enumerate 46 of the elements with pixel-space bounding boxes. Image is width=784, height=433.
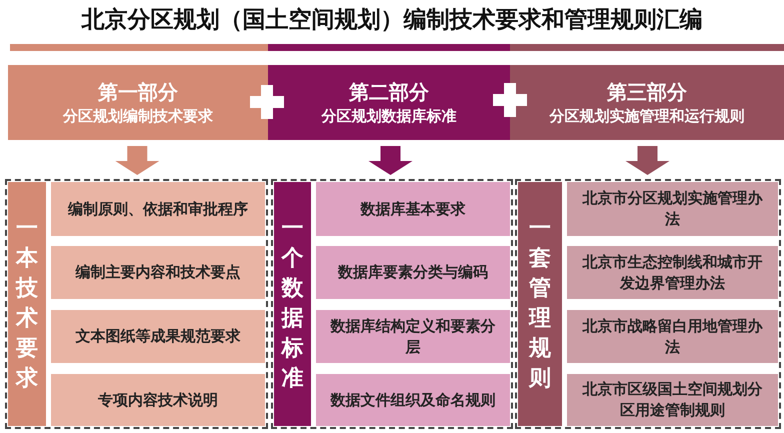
part-header	[268, 65, 510, 140]
band-label: 一本技术要求	[15, 215, 39, 393]
item-text: 数据库要素分类与编码	[338, 262, 488, 283]
item-text: 专项内容技术说明	[98, 390, 218, 410]
part-title: 第二部分	[349, 78, 429, 104]
item-text: 数据文件组织及命名规则	[330, 390, 496, 410]
down-arrow	[115, 146, 160, 175]
item-text: 北京市生态控制线和城市开发边界管理办法	[581, 252, 764, 294]
item-text: 文本图纸等成果规范要求	[76, 326, 240, 347]
item-text: 数据库基本要求	[360, 198, 466, 220]
dashed-frame	[515, 179, 781, 429]
item-box	[51, 374, 265, 426]
dashed-frame	[5, 179, 268, 429]
vertical-band	[518, 182, 562, 426]
item-box	[316, 310, 510, 363]
item-box	[316, 246, 510, 299]
item-text: 北京市分区规划实施管理办法	[581, 188, 764, 230]
down-arrow	[626, 146, 670, 175]
down-arrow	[368, 146, 412, 175]
item-box	[51, 246, 265, 299]
part-header	[8, 65, 268, 140]
part-subtitle: 分区规划数据库标准	[322, 106, 456, 126]
item-box	[567, 182, 778, 236]
dashed-frame	[271, 179, 513, 429]
title: 北京分区规划（国土空间规划）编制技术要求和管理规则汇编	[80, 6, 704, 35]
item-box	[316, 374, 510, 426]
item-box	[567, 246, 778, 299]
item-text: 北京市区级国土空间规划分区用途管制规则	[581, 379, 764, 421]
part-title: 第一部分	[98, 78, 178, 104]
item-text: 数据库结构定义和要素分层	[329, 316, 496, 358]
band-label: 一个数据标准	[280, 215, 304, 393]
part-title: 第三部分	[607, 78, 687, 104]
item-text: 编制主要内容和技术要点	[76, 262, 240, 283]
vertical-band	[8, 182, 46, 426]
item-text: 编制原则、依据和审批程序	[68, 198, 248, 220]
item-box	[51, 310, 265, 363]
vertical-band	[274, 182, 311, 426]
part-subtitle: 分区规划编制技术要求	[63, 106, 213, 126]
band-label: 一套管理规则	[528, 215, 552, 393]
item-box	[51, 182, 265, 236]
item-text: 北京市战略留白用地管理办法	[581, 316, 764, 358]
item-box	[316, 182, 510, 236]
item-box	[567, 374, 778, 426]
item-box	[567, 310, 778, 363]
part-header	[510, 65, 784, 140]
part-subtitle: 分区规划实施管理和运行规则	[550, 106, 744, 126]
